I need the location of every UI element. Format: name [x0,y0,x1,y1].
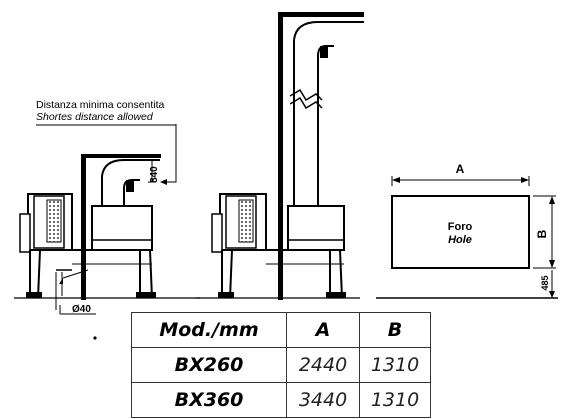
header-b: B [359,312,431,348]
b-cell: 1310 [359,347,431,383]
table-header-row: Mod./mm A B [131,312,431,348]
clearance-dimension: 840 [148,124,177,185]
hole-height-label: B [535,229,549,238]
hole-label-en: Hole [448,234,472,246]
clearance-value: 840 [149,166,160,183]
wall-hole-diagram: A B 485 Foro Hole [376,162,558,299]
model-cell: BX360 [131,382,287,418]
hole-label-it: Foro [448,221,473,233]
stove-left [14,154,200,310]
table-row: BX360 3440 1310 [131,382,431,418]
hole-bottom-value: 485 [540,275,550,290]
table-row: BX260 2440 1310 [131,347,431,383]
minimum-distance-note-en: Shortes distance allowed [36,111,153,123]
a-cell: 2440 [286,347,360,383]
a-cell: 3440 [286,382,360,418]
header-a: A [286,312,360,348]
model-cell: BX260 [131,347,287,383]
minimum-distance-note-it: Distanza minima consentita [36,99,165,111]
dimensions-table: Mod./mm A B BX260 2440 1310 BX360 3440 1… [131,312,431,418]
header-model: Mod./mm [131,312,287,348]
flue-diameter-callout: Ø40 [59,269,96,315]
stove-right [196,12,364,300]
flue-diameter-value: Ø40 [72,304,91,315]
b-cell: 1310 [359,382,431,418]
hole-width-label: A [456,162,465,176]
